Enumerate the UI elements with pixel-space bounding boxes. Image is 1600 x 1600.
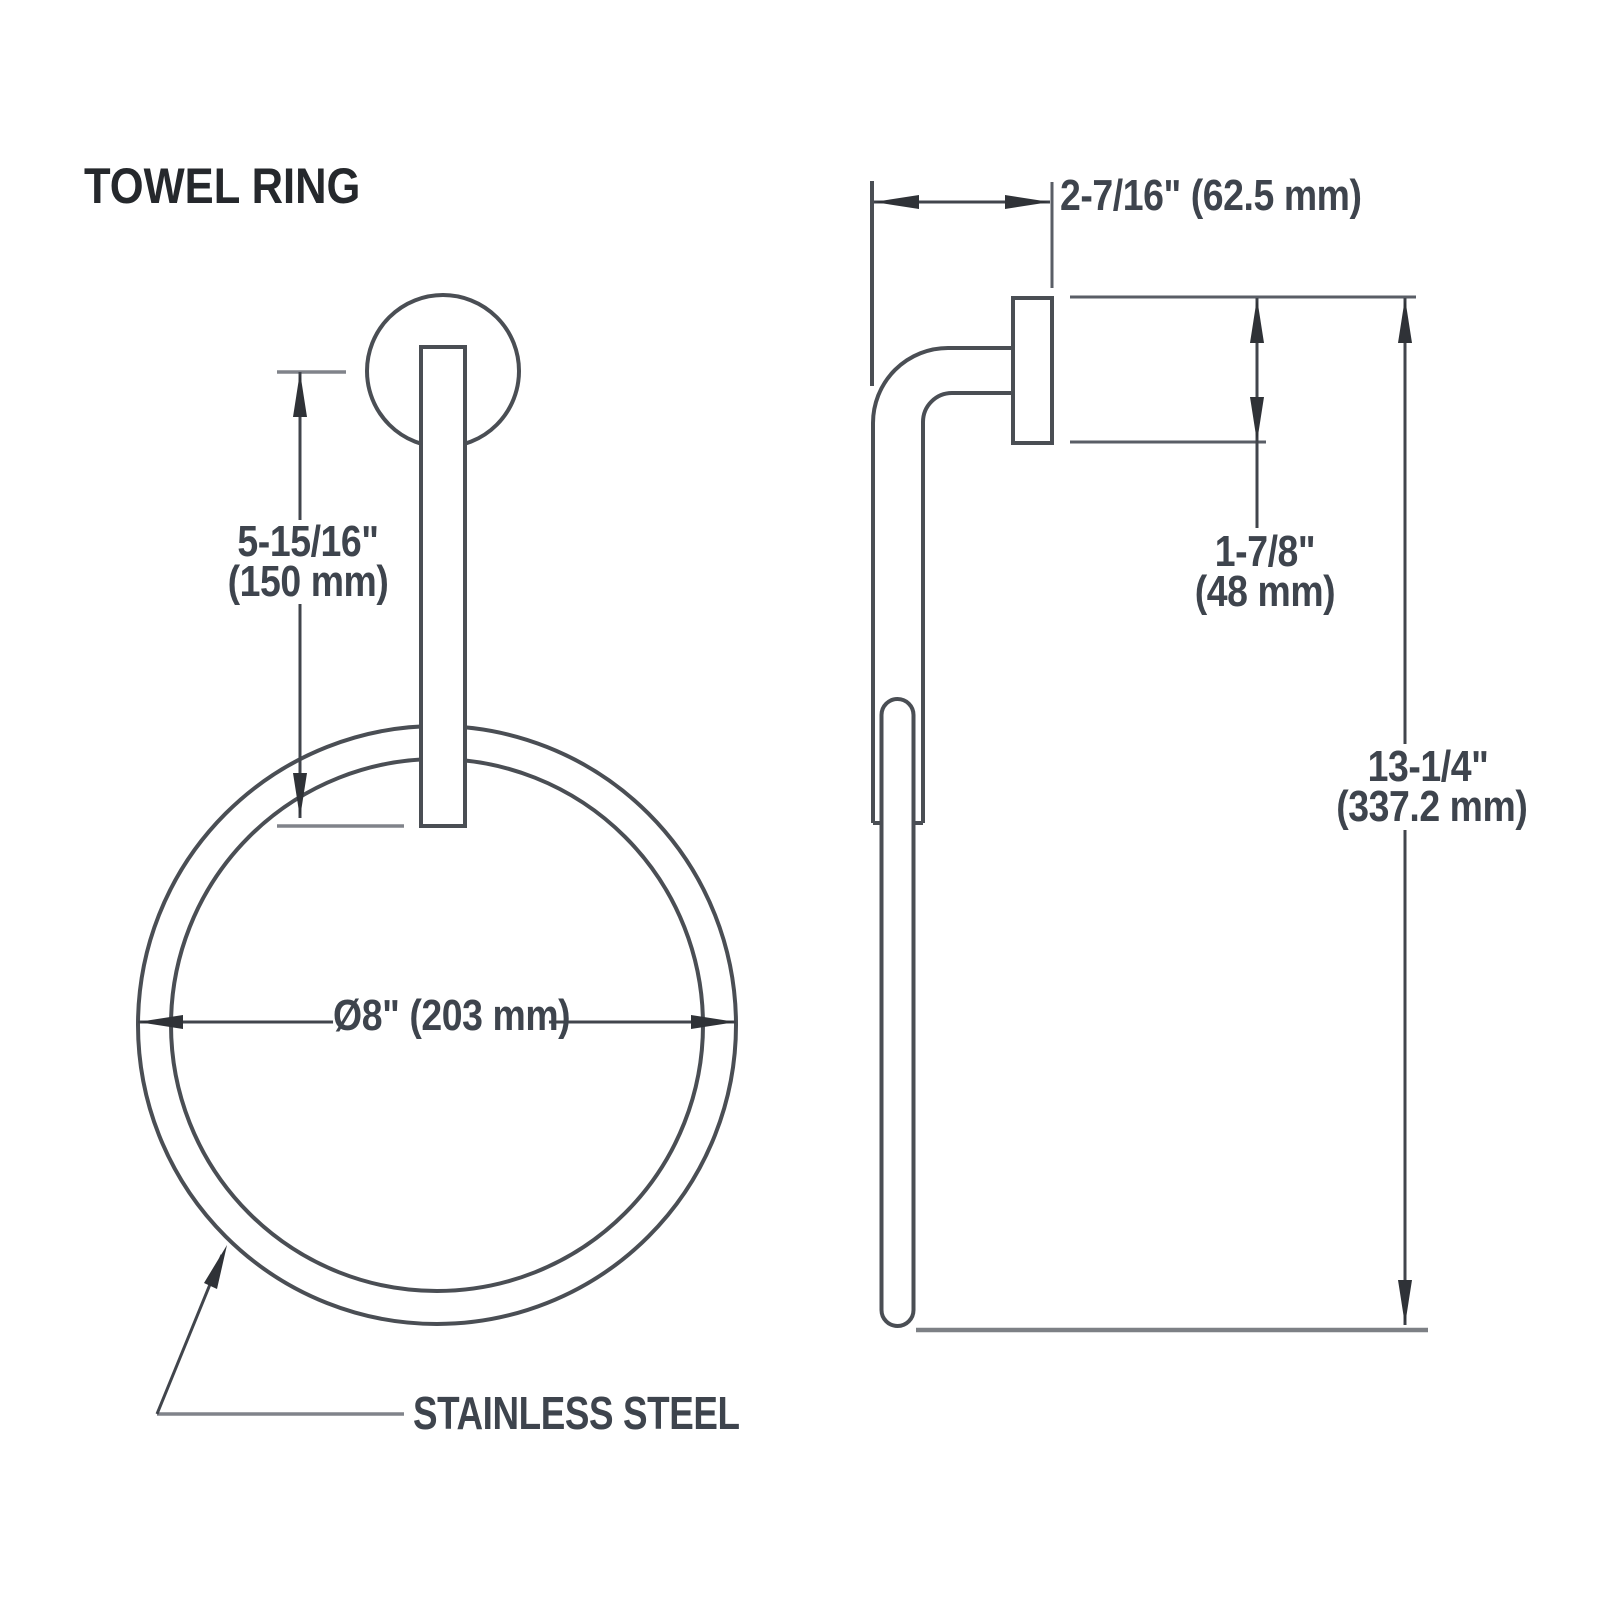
diameter-dimension-label: Ø8" (203 mm) [333, 991, 571, 1040]
projection-dimension-label: 1-7/8" (48 mm) [1172, 527, 1359, 616]
depth-arrow-left [874, 195, 919, 209]
height-dimension-label: 13-1/4" (337.2 mm) [1336, 742, 1528, 831]
height-dimension-mm: (337.2 mm) [1336, 782, 1528, 831]
material-leader-arrow [204, 1245, 227, 1289]
projection-dimension-mm: (48 mm) [1194, 567, 1336, 616]
drop-dimension-label: 5-15/16" (150 mm) [212, 517, 404, 606]
page-title: TOWEL RING [84, 158, 361, 214]
arm-inner-path [921, 391, 1013, 823]
height-arrow-up [1398, 298, 1412, 343]
material-label: STAINLESS STEEL [413, 1387, 740, 1439]
hanger-post-front [419, 345, 467, 828]
depth-arrow-right [1005, 195, 1050, 209]
drop-dimension-mm: (150 mm) [227, 557, 389, 606]
projection-arrow-up [1250, 298, 1264, 343]
drop-arrow-down [293, 773, 307, 818]
diameter-arrow-left [138, 1015, 183, 1029]
drop-arrow-up [293, 372, 307, 417]
drop-dimension-inches: 5-15/16" [237, 517, 379, 566]
projection-dimension-inches: 1-7/8" [1214, 527, 1316, 576]
height-arrow-down [1398, 1280, 1412, 1325]
mount-plate-side [1011, 296, 1054, 445]
depth-dimension-label: 2-7/16" (62.5 mm) [1060, 171, 1362, 220]
ring-side-profile [879, 697, 916, 1328]
projection-arrow-down [1250, 397, 1264, 442]
diameter-arrow-right [691, 1015, 736, 1029]
arm-outer-path [871, 346, 1013, 823]
height-dimension-inches: 13-1/4" [1367, 742, 1489, 791]
